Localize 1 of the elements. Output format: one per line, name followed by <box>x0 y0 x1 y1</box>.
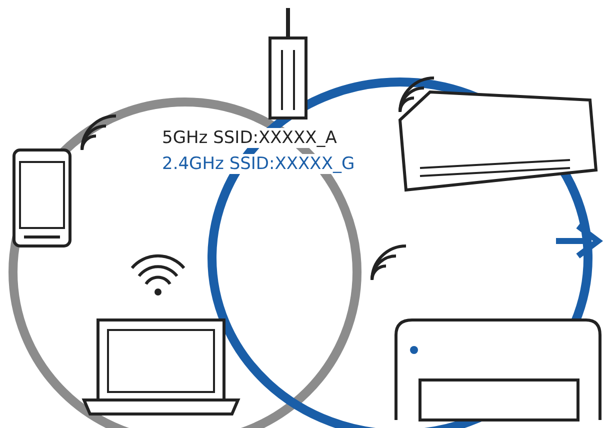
ssid-label: 5GHz SSID:XXXXX_A <box>160 128 339 148</box>
